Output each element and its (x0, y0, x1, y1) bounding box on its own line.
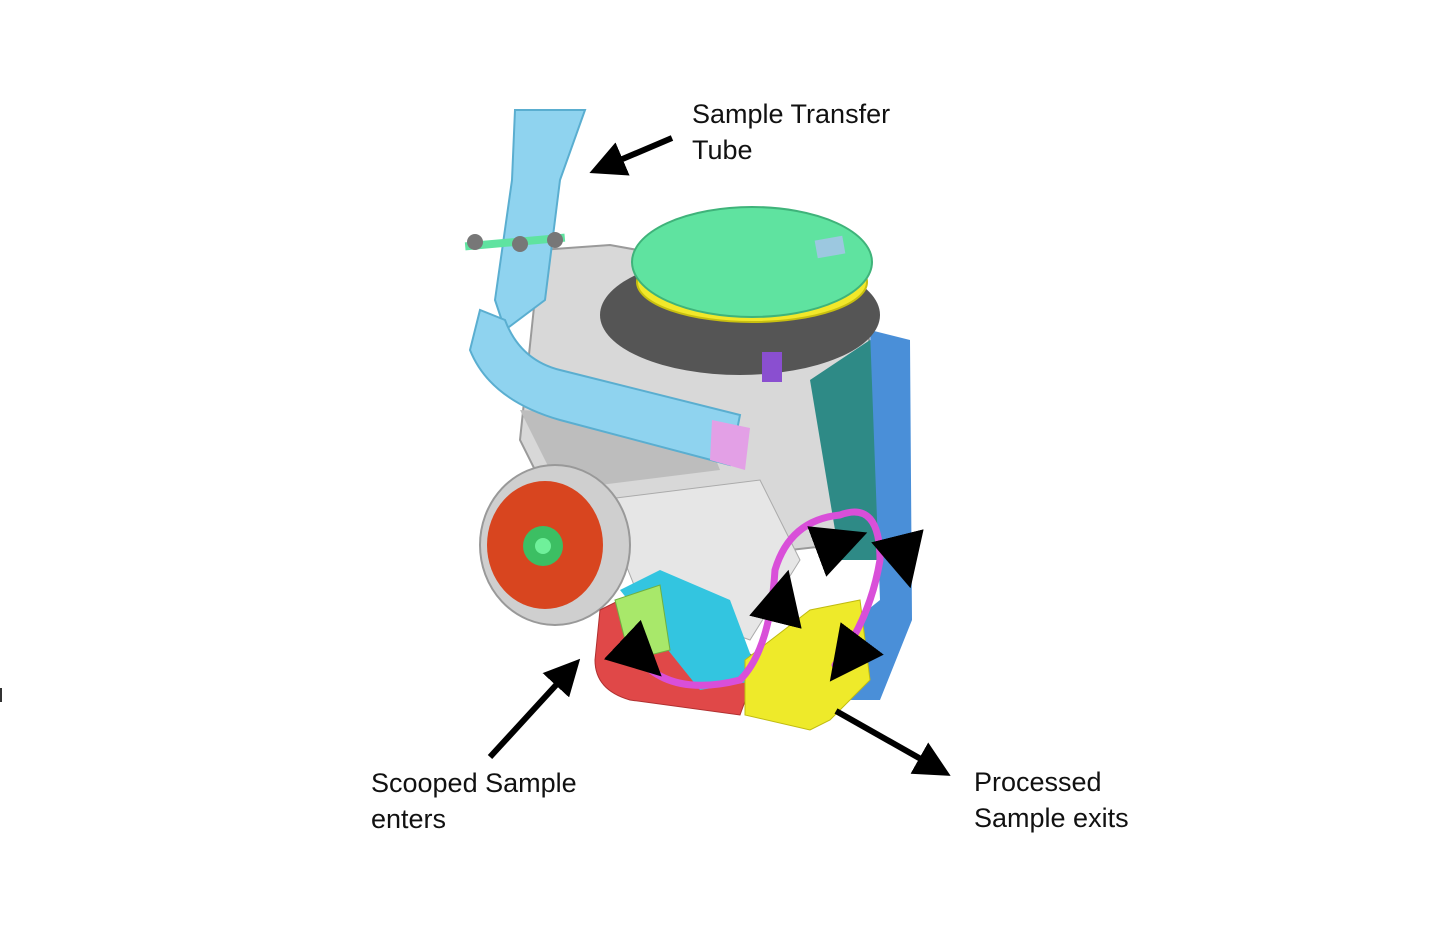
callout-arrows (487, 135, 951, 776)
sample-transfer-tube (464, 109, 750, 470)
motor (479, 464, 631, 626)
exit-chute (744, 599, 871, 731)
label-processed-sample-exits: Processed Sample exits (974, 767, 1129, 833)
side-panels (810, 330, 912, 700)
label-sample-transfer-tube: Sample Transfer Tube (692, 99, 891, 165)
flow-arrows (603, 526, 924, 682)
edge-mark (0, 688, 2, 702)
label-scooped-sample-enters: Scooped Sample enters (371, 768, 577, 834)
lid-assembly (600, 206, 880, 382)
